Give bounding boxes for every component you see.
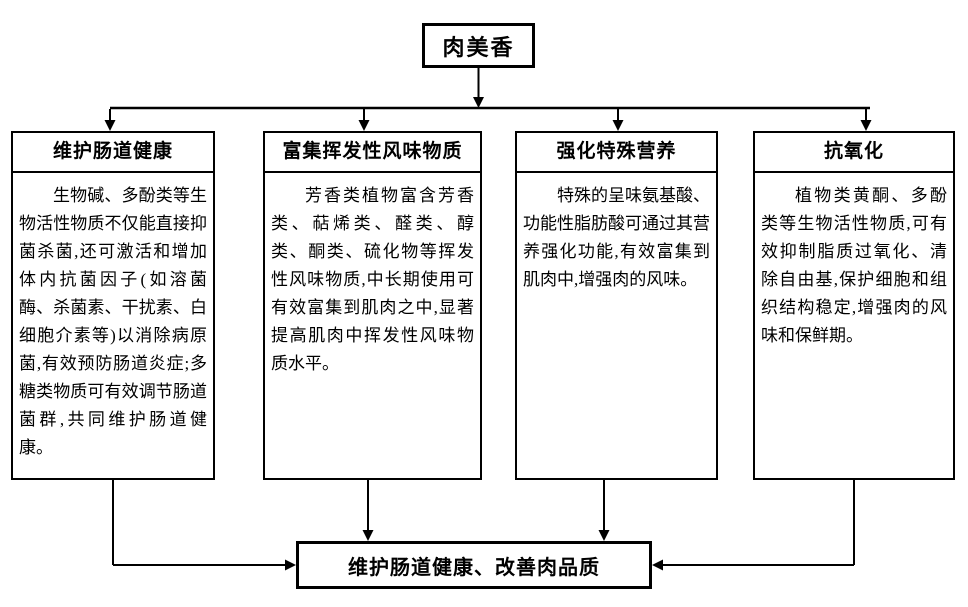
column-node-special-nutrition: 强化特殊营养 特殊的呈味氨基酸、功能性脂肪酸可通过其营养强化功能,有效富集到肌肉…	[515, 131, 718, 480]
root-node-label: 肉美香	[442, 34, 515, 60]
column-title: 强化特殊营养	[517, 133, 716, 173]
column-title: 富集挥发性风味物质	[265, 133, 480, 173]
column-node-antioxidant: 抗氧化 植物类黄酮、多酚类等生物活性物质,可有效抑制脂质过氧化、清除自由基,保护…	[753, 131, 955, 480]
column-node-flavor-enrichment: 富集挥发性风味物质 芳香类植物富含芳香类、萜烯类、醛类、醇类、酮类、硫化物等挥发…	[263, 131, 482, 480]
outcome-node: 维护肠道健康、改善肉品质	[296, 541, 652, 589]
column-node-gut-health: 维护肠道健康 生物碱、多酚类等生物活性物质不仅能直接抑菌杀菌,还可激活和增加体内…	[11, 131, 215, 480]
column-body: 芳香类植物富含芳香类、萜烯类、醛类、醇类、酮类、硫化物等挥发性风味物质,中长期使…	[271, 186, 474, 373]
column-title: 抗氧化	[755, 133, 953, 173]
column-body: 特殊的呈味氨基酸、功能性脂肪酸可通过其营养强化功能,有效富集到肌肉中,增强肉的风…	[523, 186, 710, 289]
root-node: 肉美香	[422, 23, 535, 68]
outcome-node-label: 维护肠道健康、改善肉品质	[348, 556, 600, 579]
column-body: 植物类黄酮、多酚类等生物活性物质,可有效抑制脂质过氧化、清除自由基,保护细胞和组…	[761, 186, 947, 345]
column-title: 维护肠道健康	[13, 133, 213, 173]
column-body: 生物碱、多酚类等生物活性物质不仅能直接抑菌杀菌,还可激活和增加体内抗菌因子(如溶…	[19, 186, 207, 457]
